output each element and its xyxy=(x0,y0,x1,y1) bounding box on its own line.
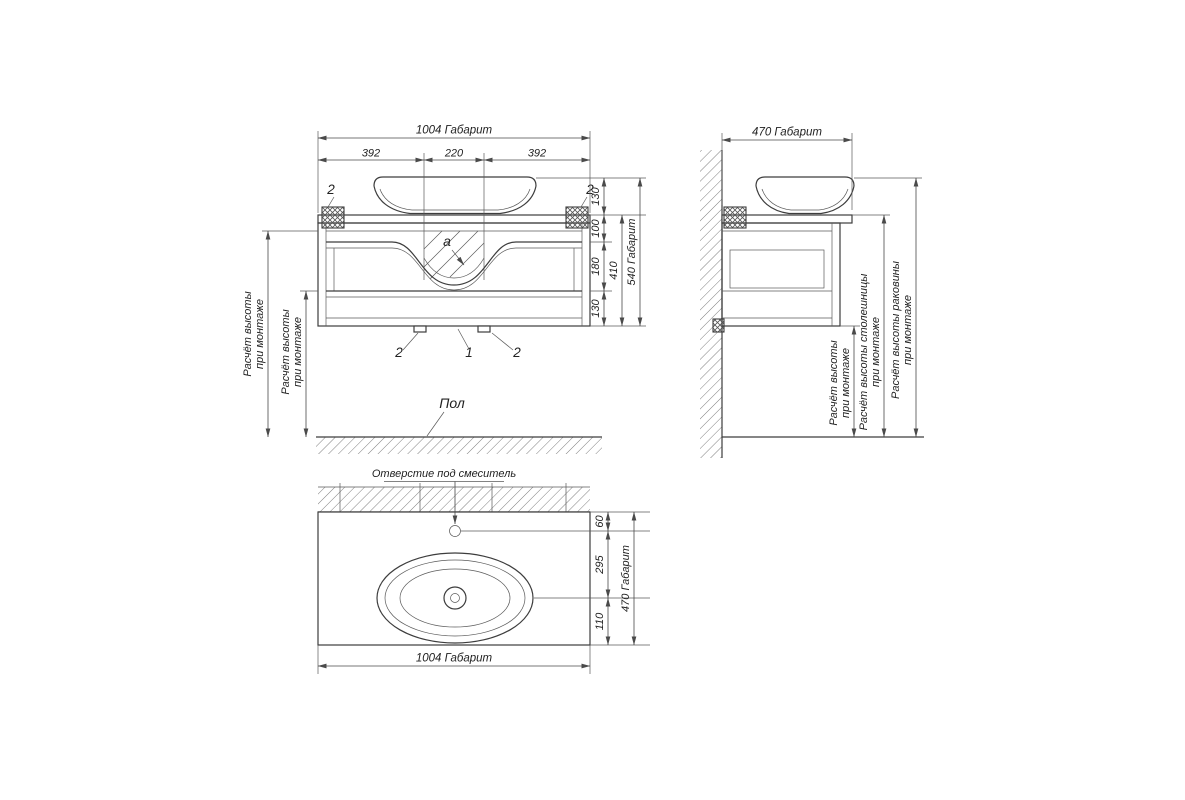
zone-a-label: а xyxy=(443,233,451,249)
sink-plan xyxy=(376,552,534,644)
faucet-hole-group: Отверстие под смеситель xyxy=(372,468,516,537)
countertop-front xyxy=(317,214,591,224)
wall-bracket-side xyxy=(723,206,747,229)
front-view: Пол xyxy=(242,125,646,454)
dim-110: 110 xyxy=(594,612,606,630)
basin-underside xyxy=(423,257,485,279)
dim-front-total-width: 1004 Габарит xyxy=(317,125,591,213)
wall-bracket-left xyxy=(321,206,345,229)
cabinet-front xyxy=(317,222,591,333)
callout-1: 1 xyxy=(465,345,473,360)
callout-item-1: 1 xyxy=(457,328,473,360)
wall-band-top-view xyxy=(318,483,590,513)
dim-130-bottom: 130 xyxy=(590,298,602,317)
dim-392-left: 392 xyxy=(362,148,380,160)
callout-zone-a: а xyxy=(443,233,465,266)
callout-2-bottom-right: 2 xyxy=(512,345,521,360)
dim-front-segments: 392 220 392 xyxy=(317,148,591,231)
drain-hole xyxy=(443,586,467,610)
side-sink-height-line2: при монтаже xyxy=(902,295,914,365)
mount-height-inner-line1: Расчёт высоты xyxy=(280,309,292,394)
cabinet-side xyxy=(721,222,841,327)
dim-410: 410 xyxy=(608,260,620,279)
wall xyxy=(700,150,723,458)
side-view: 470 Габарит Расчёт высоты при монтаже Ра… xyxy=(700,127,924,458)
side-sink-height-line1: Расчёт высоты раковины xyxy=(890,261,902,399)
dim-180: 180 xyxy=(590,256,602,275)
bottom-clip-left xyxy=(413,325,427,333)
dim-540-total: 540 Габарит xyxy=(626,219,638,286)
dim-1004-plan: 1004 Габарит xyxy=(416,653,493,665)
faucet-hole xyxy=(449,525,461,537)
mount-height-inner-line2: при монтаже xyxy=(292,317,304,387)
side-mount-height-line1: Расчёт высоты xyxy=(828,340,840,425)
dim-130-sink: 130 xyxy=(590,186,602,205)
lower-bracket-side xyxy=(712,318,725,333)
dim-392-right: 392 xyxy=(528,148,546,160)
dim-front-heights: 130 100 180 130 410 540 Габарит xyxy=(536,177,646,327)
dim-side-depth: 470 Габарит xyxy=(721,127,853,210)
callout-item-2-left: 2 xyxy=(394,332,419,360)
callout-bracket-left: 2 xyxy=(326,182,335,208)
bottom-clip-right xyxy=(477,325,491,333)
dim-295: 295 xyxy=(594,554,606,574)
dim-1004-front: 1004 Габарит xyxy=(416,125,493,137)
dim-60: 60 xyxy=(594,515,606,528)
dim-mount-height-inner: Расчёт высоты при монтаже xyxy=(280,290,318,438)
side-mount-height-line2: при монтаже xyxy=(840,348,852,418)
dim-mount-height-outer: Расчёт высоты при монтаже xyxy=(242,230,318,438)
floor-label-group: Пол xyxy=(426,395,465,437)
callout-item-2-right: 2 xyxy=(491,332,521,360)
floor xyxy=(316,436,602,454)
dim-470-side: 470 Габарит xyxy=(752,127,822,139)
dim-470-plan: 470 Габарит xyxy=(620,545,632,612)
dim-100: 100 xyxy=(590,218,602,237)
vessel-sink-side xyxy=(755,176,855,215)
dim-side-sink-height: Расчёт высоты раковины при монтаже xyxy=(854,177,922,438)
top-view: Отверстие под смеситель 60 295 110 470 Г… xyxy=(317,468,650,674)
vessel-sink-front xyxy=(373,176,537,215)
dim-220: 220 xyxy=(444,148,464,160)
mount-height-outer-line1: Расчёт высоты xyxy=(242,291,254,376)
drawer-top-curve xyxy=(326,241,582,286)
wall-bracket-right xyxy=(565,206,589,229)
dim-side-countertop-height: Расчёт высоты столешницы при монтаже xyxy=(852,214,890,438)
callout-2-bottom-left: 2 xyxy=(394,345,403,360)
dim-plan-width: 1004 Габарит xyxy=(317,645,591,674)
dim-plan-depths: 60 295 110 470 Габарит xyxy=(461,511,650,646)
side-countertop-height-line2: при монтаже xyxy=(870,317,882,387)
side-countertop-height-line1: Расчёт высоты столешницы xyxy=(858,274,870,431)
countertop-plan xyxy=(317,511,591,646)
mount-height-outer-line2: при монтаже xyxy=(254,299,266,369)
recess-hatch xyxy=(423,230,485,280)
faucet-hole-label: Отверстие под смеситель xyxy=(372,468,516,480)
floor-label: Пол xyxy=(439,395,465,411)
dim-side-mount-height: Расчёт высоты при монтаже xyxy=(828,325,860,438)
callout-2-top-left: 2 xyxy=(326,182,335,197)
